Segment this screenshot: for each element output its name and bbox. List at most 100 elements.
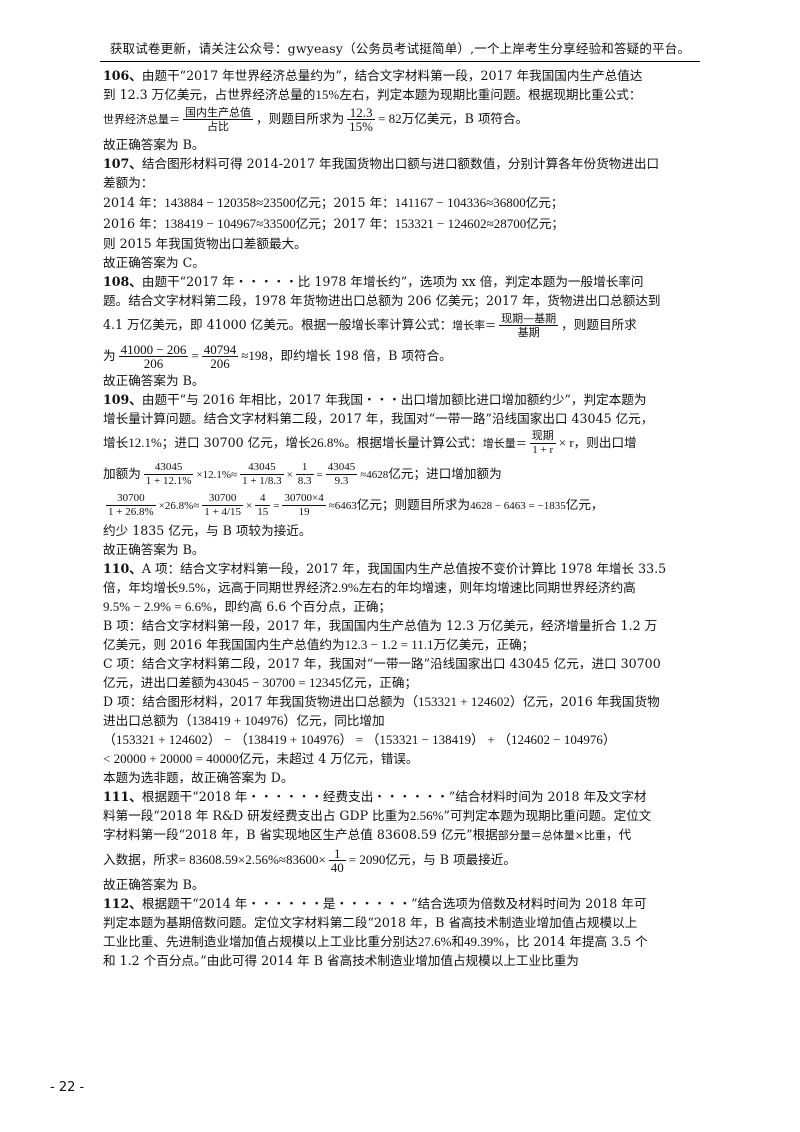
text: ，即约增长 198 倍，B 项符合。 [267, 348, 452, 363]
text: 结合图形材料可得 2014-2017 年我国货物出口额与进口额数值，分别计算各年… [141, 156, 660, 171]
math-value: 27.6% [417, 934, 452, 949]
math-value: ≈198 [241, 348, 268, 363]
question-106: 106、由题干“2017 年世界经济总量约为”，结合文字材料第一段，2017 年… [103, 66, 703, 154]
math-value: 49.39% [464, 934, 505, 949]
text: B 项：结合文字材料第一段，2017 年，我国国内生产总值为 12.3 万亿美元… [103, 618, 658, 633]
formula-label: 世界经济总量＝ [103, 113, 180, 126]
math-expression: 4628 − 6463 = −1835 [470, 500, 566, 512]
math-expression: = 83608.59×2.56%≈83600× [178, 852, 326, 867]
text: 工业比重、先进制造业增加值占规模以上工业比重分别达 [103, 934, 418, 949]
text: 倍，年均增长 [103, 580, 179, 595]
text: 左右的年均增速，则年均增速比同期世界经济约高 [358, 580, 636, 595]
text: 由题干“2017 年世界经济总量约为”，结合文字材料第一段，2017 年我国国内… [141, 68, 643, 83]
math-expression: 153321 − 124602≈28700 [394, 216, 527, 231]
text: ，即约高 6.6 个百分点，正确； [211, 599, 392, 614]
text: ，代 [605, 827, 632, 842]
math-expression: （138419 + 104976） [178, 713, 297, 728]
text: 亿元；2017 年： [295, 216, 395, 231]
text: 万亿美元，B 项符合。 [401, 111, 529, 126]
text: ，比 2014 年提高 3.5 个 [504, 934, 648, 949]
text: 亿元，2016 年我国货物 [522, 694, 660, 709]
text: 判定本题为基期倍数问题。定位文字材料第二段“2018 年，B 省高技术制造业增加… [103, 915, 638, 930]
math-value: ×26.8%≈ [158, 500, 200, 512]
question-108: 108、由题干“2017 年・・・・・比 1978 年增长约”，选项为 xx 倍… [103, 272, 703, 390]
text: 亿元，未超过 4 万亿元，错误。 [238, 751, 419, 766]
math-expression: < 20000 + 20000 = 40000 [103, 751, 239, 766]
text: 亿元；进口增加额为 [388, 466, 502, 481]
text: 则 2015 年我国货物出口差额最大。 [103, 236, 307, 251]
text: 亿元；则题目所求为 [356, 497, 471, 512]
text: 根据题干“2018 年・・・・・・经费支出・・・・・・”结合材料时间为 2018… [141, 789, 647, 804]
text: ，远高于同期世界经济 [205, 580, 332, 595]
page-header: 获取试卷更新，请关注公众号：gwyeasy（公务员考试挺简单）,一个上岸考生分享… [109, 41, 691, 56]
text: 为 [103, 348, 116, 363]
question-109: 109、由题干“与 2016 年相比，2017 年我国・・・出口增加额比进口增加… [103, 390, 703, 559]
formula-label: 部分量＝总体量×比重 [497, 829, 606, 842]
formula-fraction: 现期—基期基期 [499, 312, 559, 339]
math-value: 2.9% [331, 580, 359, 595]
math-value: × [286, 469, 293, 481]
text: 亿元，与 B 项最接近。 [385, 852, 516, 867]
math-value: ≈4628 [360, 469, 389, 481]
text: 和 [451, 934, 465, 949]
math-expression: 9.5% − 2.9% = 6.6% [103, 599, 212, 614]
text: A 项：结合文字材料第一段，2017 年，我国国内生产总值按不变价计算比 197… [141, 561, 667, 576]
text: 增长 [103, 435, 129, 450]
math-value: = [316, 469, 323, 481]
text: 2014 年： [103, 195, 165, 210]
math-value: ×12.1%≈ [196, 469, 238, 481]
text: 亿元；2015 年： [295, 195, 395, 210]
text: 万亿美元，正确； [433, 637, 535, 652]
math-value: = 2090 [348, 852, 386, 867]
math-value: 2.56% [409, 808, 444, 823]
text: 亿元； [525, 195, 564, 210]
text: ，则题目所求为 [256, 111, 345, 126]
math-expression: （153321 + 124602） [405, 694, 523, 709]
header-divider [100, 61, 700, 62]
text: D 项：结合图形材料，2017 年我国货物进出口总额为 [103, 694, 406, 709]
text: 亿元，进出口差额为 [103, 675, 217, 690]
text: 亿元，同比增加 [296, 713, 385, 728]
text: ，则题目所求 [561, 317, 637, 332]
text: 增长量计算问题。结合文字材料第二段，2017 年，我国对“一带一路”沿线国家出口… [103, 411, 654, 426]
text: 料第一段“2018 年 R&D 研发经费支出占 GDP 比重为 [103, 808, 410, 823]
text: 左右，判定本题为现期比重问题。根据现期比重公式： [339, 87, 642, 102]
text: 题。结合文字材料第二段，1978 年货物进出口总额为 206 亿美元；2017 … [103, 293, 661, 308]
text: 亿元，正确； [341, 675, 418, 690]
question-number: 111、 [103, 789, 142, 804]
formula-fraction: 国内生产总值占比 [183, 106, 253, 133]
text: 由题干“与 2016 年相比，2017 年我国・・・出口增加额比进口增加额约少”… [141, 392, 647, 407]
text: 由题干“2017 年・・・・・比 1978 年增长约”，选项为 xx 倍，判定本… [141, 274, 644, 289]
math-expression: 43045 − 30700 = 12345 [216, 675, 342, 690]
question-number: 107、 [103, 156, 142, 171]
text: 入数据，所求 [103, 852, 179, 867]
text: 4.1 万亿美元，即 41000 亿美元。根据一般增长率计算公式： [103, 317, 453, 332]
text: 到 12.3 万亿美元，占世界经济总量的 [103, 87, 316, 102]
question-number: 109、 [103, 392, 142, 407]
math-value: × [246, 500, 253, 512]
math-value: = 82 [378, 111, 402, 126]
answer-line: 故正确答案为 B。 [103, 877, 205, 892]
text: 亿元； [526, 216, 564, 231]
question-number: 110、 [103, 561, 142, 576]
text: 加额为 [103, 466, 141, 481]
text: ；进口 30700 亿元，增长 [161, 435, 311, 450]
text: 。根据增长量计算公式： [344, 435, 483, 450]
math-value: 12.1% [128, 435, 162, 450]
document-body: 106、由题干“2017 年世界经济总量约为”，结合文字材料第一段，2017 年… [103, 66, 703, 970]
page-number: - 22 - [50, 1080, 85, 1095]
math-value: ≈6463 [328, 500, 357, 512]
answer-line: 故正确答案为 B。 [103, 137, 205, 152]
text: ，则出口增 [573, 435, 637, 450]
